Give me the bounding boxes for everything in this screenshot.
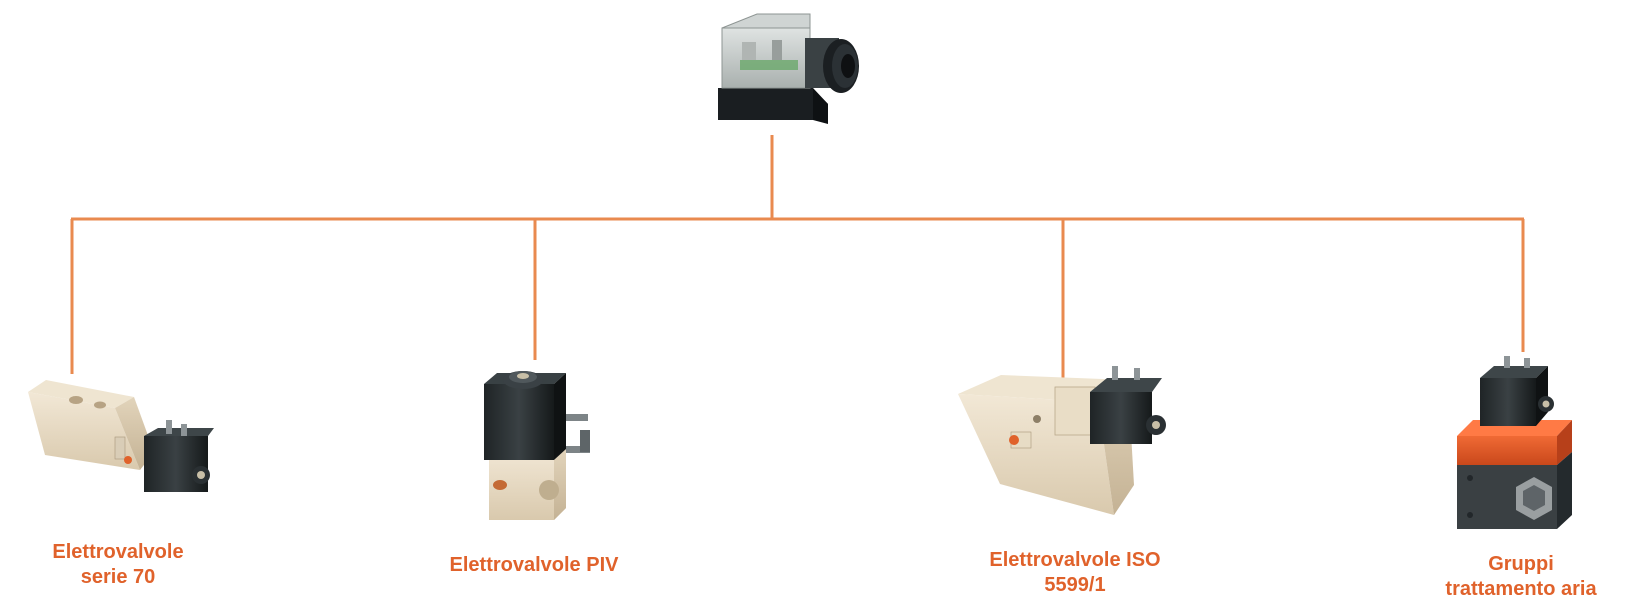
solenoid-valve-iso-icon (958, 366, 1166, 515)
din-connector-icon (718, 13, 859, 124)
solenoid-valve-serie-70-icon (28, 380, 214, 492)
label-serie70: Elettrovalvole serie 70 (52, 540, 183, 590)
label-piv: Elettrovalvole PIV (450, 553, 619, 578)
label-air: Gruppi trattamento aria (1445, 552, 1596, 602)
label-iso-line1: Elettrovalvole ISO (989, 549, 1161, 571)
tree-connector-lines (70, 135, 1525, 384)
solenoid-valve-piv-icon (484, 371, 590, 520)
air-treatment-unit-icon (1457, 356, 1572, 529)
label-iso-line2: 5599/1 (1044, 574, 1106, 596)
label-air-line2: trattamento aria (1445, 578, 1597, 600)
label-air-line1: Gruppi (1488, 553, 1554, 575)
label-serie70-line2: serie 70 (80, 566, 156, 588)
label-piv-line1: Elettrovalvole PIV (449, 554, 619, 576)
label-serie70-line1: Elettrovalvole (52, 541, 184, 563)
label-iso: Elettrovalvole ISO 5599/1 (989, 548, 1160, 598)
